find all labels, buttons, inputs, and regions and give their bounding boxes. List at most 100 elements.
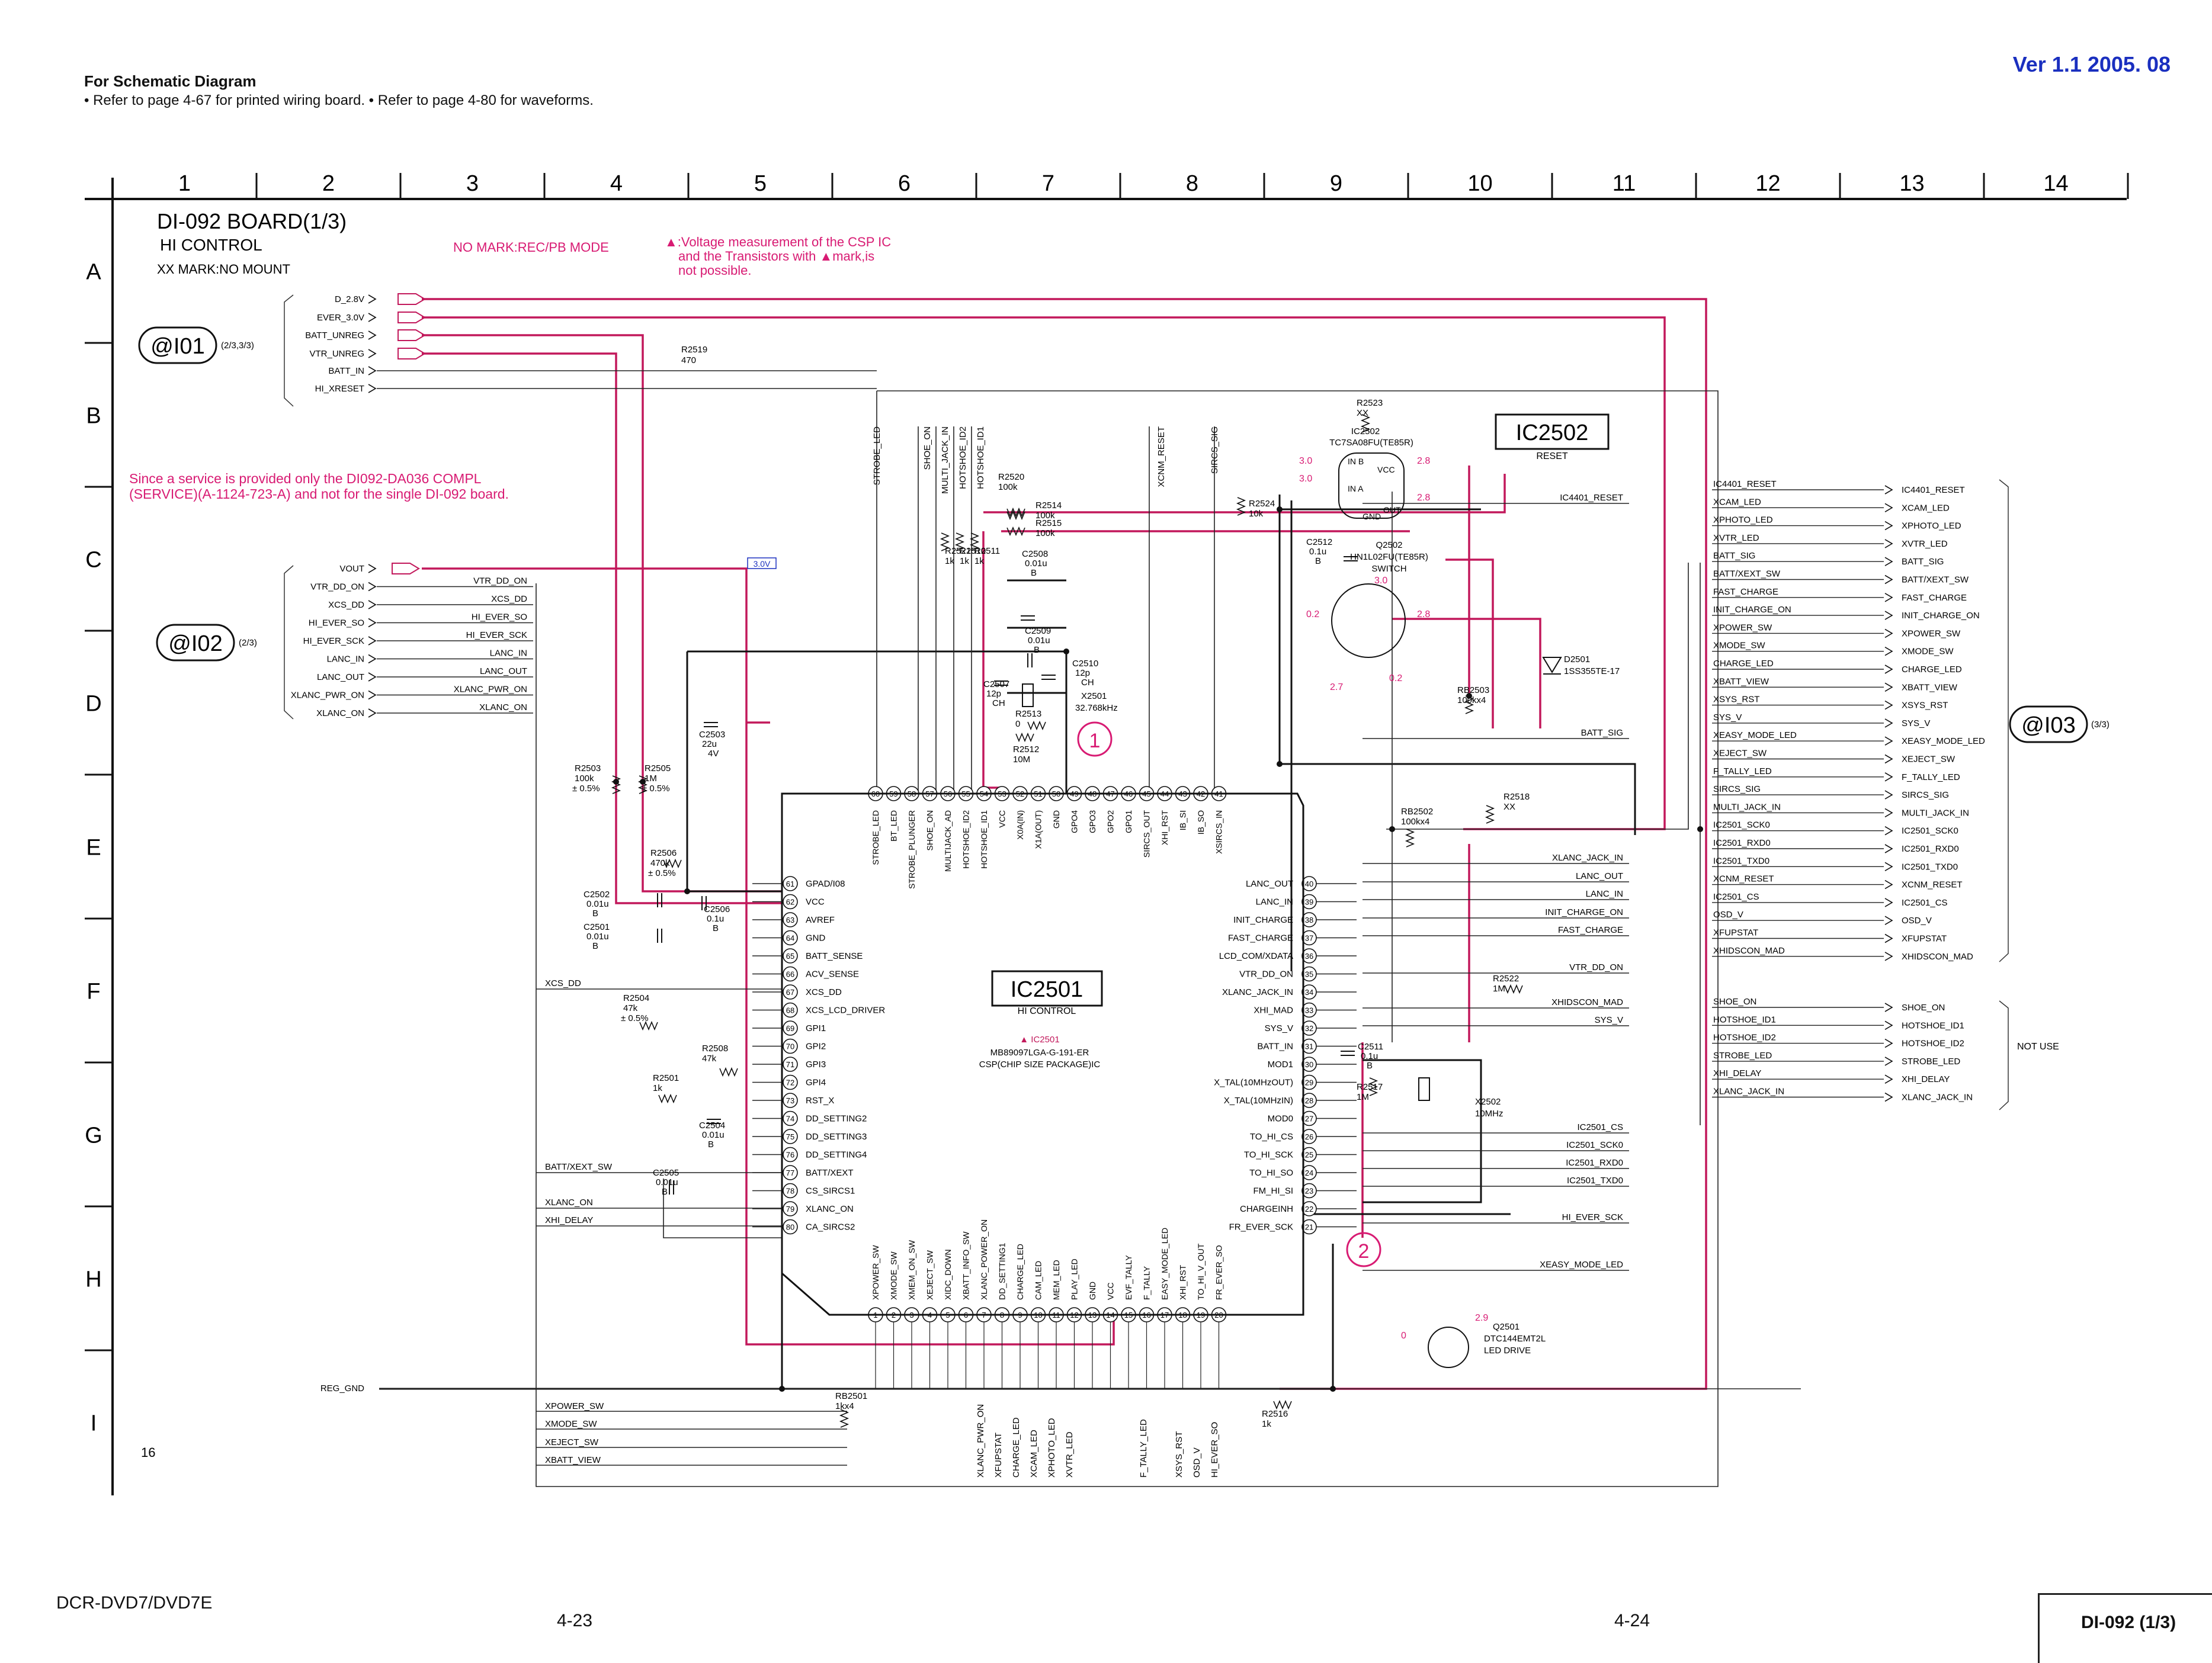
ic2501-left-pin-name: GPI3 [806,1060,826,1070]
power-arrow-icon [397,312,426,323]
ic2501-right-pin-name: LCD_COM/XDATA [1219,951,1293,961]
connector-arrow-icon [368,564,377,573]
model-name: DCR-DVD7/DVD7E [56,1593,213,1613]
ic2501-right-pin-name: FR_EVER_SCK [1229,1222,1293,1232]
ic2501-top-pin-name: GND [1051,810,1061,829]
connector-arrow-icon [1884,521,1893,531]
resistor-value: 1M [645,773,657,784]
column-label: 2 [322,171,335,196]
ic2501-right-pin-number: 25 [1305,1151,1313,1160]
bottom-left-signal-label: XEJECT_SW [545,1437,599,1447]
i02-pin-label: XLANC_ON [316,708,364,718]
i02-pin-label: LANC_OUT [317,672,364,682]
ic2501-left-pin-number: 71 [786,1060,794,1069]
i03-net-label: XSYS_RST [1713,695,1759,705]
ic2501-left-pin-name: ACV_SENSE [806,969,859,980]
resistor-value: 1k [1262,1419,1271,1429]
connector-arrow-icon [1884,933,1893,943]
waveform-point-1-label: 1 [1089,730,1101,752]
right-mid-signal-label: BATT_SIG [1581,728,1623,738]
resistor-value: 100k [1036,511,1055,521]
ic2501-right-pin-number: 24 [1305,1168,1313,1177]
i02-net-label: HI_EVER_SCK [466,630,527,640]
ic2501-bottom-pin-name: XIDC_DOWN [943,1249,953,1300]
resistor-icon [969,532,980,551]
ic2501-left-pin-name: GND [806,933,826,943]
ic2501-left-pin-name: DD_SETTING4 [806,1150,867,1160]
junction-dot [1466,693,1472,699]
right-mid-signal-label: IC2501_CS [1577,1122,1623,1132]
ic2501-bottom-pin-name: VCC [1106,1282,1115,1300]
ic2502-pin-label: GND [1363,512,1381,521]
ic2501-bottom-pin-name: CHARGE_LED [1015,1244,1025,1300]
ic2501-package: CSP(CHIP SIZE PACKAGE)IC [979,1060,1101,1070]
bottom-signal-label: XCAM_LED [1029,1430,1039,1478]
connector-arrow-icon [1884,1057,1893,1066]
resistor-icon [1485,805,1495,824]
top-signal-label: HOTSHOE_ID2 [958,426,968,489]
column-label: 10 [1467,171,1492,196]
bottom-signal-label: XFUPSTAT [993,1433,1004,1478]
ic2501-bottom-pin-name: XEJECT_SW [925,1250,935,1300]
i03-pin-label: XEJECT_SW [1902,755,1955,765]
resistor-icon [637,775,648,794]
ic2501-top-pin-name: IB_SO [1196,810,1206,834]
ic2501-top-pin-name: GPO3 [1088,810,1097,833]
i03-net-label: BATT_SIG [1713,551,1755,561]
x2501-ref: X2501 [1081,691,1107,701]
i03-pin-label: XCAM_LED [1902,503,1950,513]
connector-arrow-icon [1884,916,1893,925]
connector-arrow-icon [368,313,377,322]
connector-i01-badge [138,326,217,364]
bottom-signal-label: XPHOTO_LED [1047,1418,1057,1478]
connector-arrow-icon [368,690,377,700]
ic2501-right-pin-name: X_TAL(10MHzIN) [1224,1096,1293,1106]
voltage-annotation: 0.2 [1389,673,1402,683]
left-mid-signal-label: XCS_DD [545,978,581,988]
ic2501-right-pin-name: INIT_CHARGE [1233,915,1293,925]
d2501-part: 1SS355TE-17 [1564,666,1620,676]
ic2502-pin-label: VCC [1377,465,1395,474]
resistor-ref: R2518 [1503,792,1530,802]
capacitor-type: B [592,941,598,951]
ic2501-bottom-pin-name: CAM_LED [1034,1261,1043,1300]
connector-arrow-icon [1884,790,1893,800]
resistor-icon [1464,695,1474,714]
resistor-value: 100kx4 [1457,695,1486,705]
connector-arrow-icon [1884,682,1893,692]
q2501-symbol [1428,1327,1469,1368]
capacitor-value: 12p [1075,668,1090,678]
power-arrow-icon [392,563,420,574]
resistor-icon [611,775,621,794]
ic2501-top-pin-name: GPO2 [1106,810,1115,833]
notuse-pin-label: XLANC_JACK_IN [1902,1093,1973,1103]
ic2501-right-pin-name: FAST_CHARGE [1228,933,1293,943]
i03-net-label: MULTI_JACK_IN [1713,802,1781,812]
i03-pin-label: IC2501_RXD0 [1902,844,1959,854]
not-use-note: NOT USE [2017,1042,2059,1052]
ic2501-top-pin-name: STROBE_PLUNGER [907,810,916,889]
bottom-signal-label: F_TALLY_LED [1139,1419,1149,1478]
bottom-left-signal-label: XBATT_VIEW [545,1455,601,1465]
i03-pin-label: IC4401_RESET [1902,485,1965,495]
column-label: 12 [1755,171,1780,196]
resistor-tolerance: ± 0.5% [648,868,676,878]
resistor-value: 47k [702,1054,717,1064]
connector-arrow-icon [1884,808,1893,818]
power-arrow-icon [397,293,426,305]
i03-net-label: XMODE_SW [1713,641,1765,651]
service-note-1: Since a service is provided only the DI0… [129,471,482,486]
connector-arrow-icon [368,636,377,646]
ic2501-left-pin-number: 76 [786,1151,794,1160]
ic2501-bottom-pin-name: XLANC_POWER_ON [979,1219,989,1300]
capacitor-ref: C2511 [1358,1042,1383,1052]
ic2501-left-pin-number: 75 [786,1132,794,1141]
connector-arrow-icon [1884,862,1893,871]
resistor-tolerance: ± 0.5% [572,784,600,794]
ic2501-right-pin-name: LANC_IN [1256,897,1293,907]
i03-net-label: XEASY_MODE_LED [1713,730,1797,740]
capacitor-value: 22u [702,739,717,749]
i03-pin-label: FAST_CHARGE [1902,593,1967,603]
column-label: 4 [610,171,623,196]
